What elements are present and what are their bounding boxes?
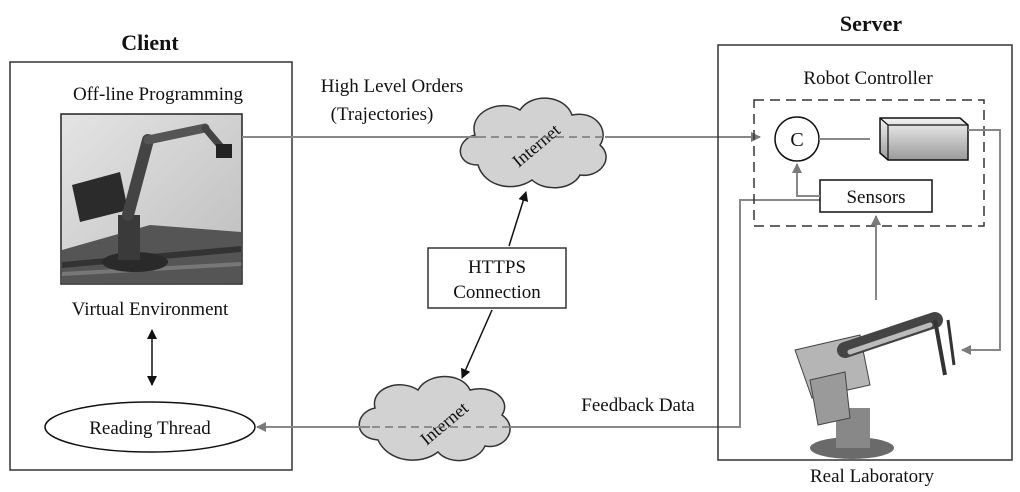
robot-controller-label: Robot Controller [803,68,933,89]
virtual-environment-image [60,113,243,285]
feedback-data-label: Feedback Data [581,395,695,416]
real-robot-image [794,312,956,459]
client-box [9,61,293,471]
reading-thread-ellipse [44,401,256,453]
https-connection-box [427,247,567,309]
https-to-bottom-cloud-arrow [461,309,493,379]
orders-label-line1: High Level Orders [321,76,463,97]
sensors-label: Sensors [846,187,905,208]
sensors-box [819,179,933,213]
robot-controller-boundary [753,99,985,227]
reading-thread-label: Reading Thread [89,418,211,439]
controller-to-robot-arrow [961,129,1001,355]
internet-top-cloud [459,97,607,189]
server-box [717,44,1013,461]
real-laboratory-label: Real Laboratory [810,466,934,487]
internet-bottom-cloud [358,375,511,462]
offline-programming-label: Off-line Programming [73,84,244,105]
orders-label-line2: (Trajectories) [331,104,434,125]
controller-hardware-box [879,117,969,161]
https-to-top-cloud-arrow [508,191,529,247]
server-title: Server [840,11,903,36]
virtual-environment-label: Virtual Environment [72,299,229,320]
feedback-arrow-right [510,199,820,428]
https-label-line2: Connection [453,282,541,303]
client-title: Client [121,30,179,55]
controller-node-label: C [790,129,803,151]
https-label-line1: HTTPS [468,257,526,278]
sensors-to-controller-arrow [792,163,820,197]
